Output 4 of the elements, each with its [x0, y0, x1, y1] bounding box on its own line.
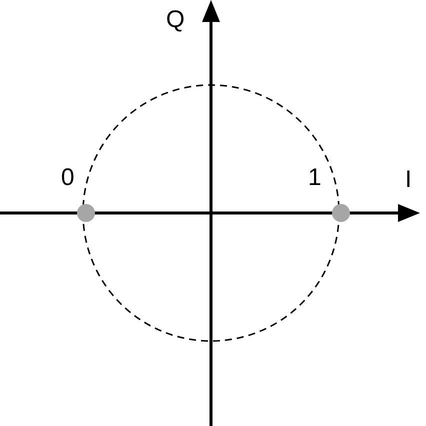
- axis-label: Q: [166, 8, 185, 32]
- bit-label: 0: [61, 166, 74, 190]
- axis-label: I: [405, 168, 412, 192]
- bit-label: 1: [308, 166, 322, 190]
